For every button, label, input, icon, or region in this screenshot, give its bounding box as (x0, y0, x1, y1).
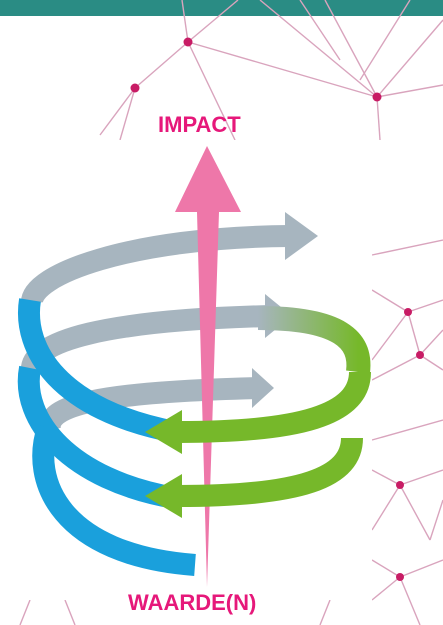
green-arrowhead-top (145, 410, 182, 454)
impact-label: IMPACT (158, 112, 241, 137)
front-blue-bottom (32, 424, 196, 576)
top-accent-bar (0, 0, 443, 16)
front-blue-top (18, 298, 178, 443)
upward-arrow-icon (175, 146, 241, 587)
back-arc-top (21, 225, 291, 305)
front-green-bottom (177, 437, 363, 507)
green-arrowhead-bottom (145, 474, 182, 518)
waarden-label: WAARDE(N) (128, 590, 257, 615)
front-blue-middle (17, 365, 177, 509)
right-arc-middle (257, 306, 371, 374)
back-arrowhead-bottom (252, 368, 274, 408)
front-green-top (177, 371, 371, 443)
back-arrowhead-top (285, 212, 318, 260)
back-arc-middle (20, 305, 271, 374)
